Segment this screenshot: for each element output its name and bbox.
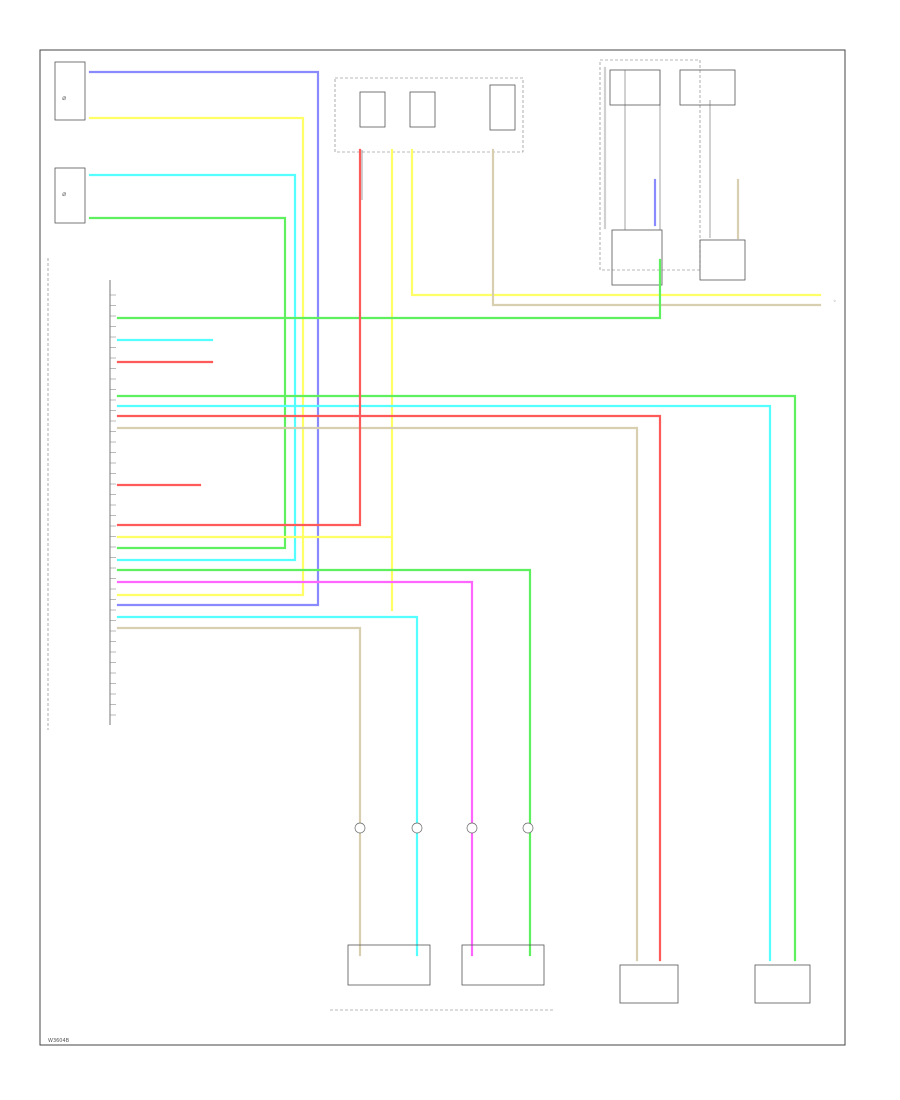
front-passenger-seat-position-sensor <box>54 167 86 224</box>
right-front-impact-sensor <box>754 964 811 1004</box>
wire-blue-top <box>88 70 320 607</box>
connector-icon <box>411 822 423 834</box>
side-impact-sensor-right <box>461 944 545 986</box>
fuse-3 <box>489 84 516 131</box>
wire-red-to-fuse <box>116 148 362 527</box>
wire-cyan-mid <box>88 173 297 562</box>
wire-pink-sensor <box>116 580 474 957</box>
switch-icon: ⌀ <box>62 94 66 102</box>
connector-icon <box>466 822 478 834</box>
seatbelt-buckle-switch-left <box>609 69 661 106</box>
wire-green-right <box>116 394 797 962</box>
seat-position-module <box>611 229 663 286</box>
driver-seatbelt-switch-box <box>599 59 701 271</box>
wire-cyan-sensor <box>116 615 419 957</box>
wire-red-right <box>116 414 662 962</box>
wire-green-mid <box>88 216 287 550</box>
fuse-2 <box>409 91 436 128</box>
wire-green-long <box>116 258 662 320</box>
front-passenger-seatbelt-switch <box>54 61 86 121</box>
wire-tan-sensor <box>116 626 362 957</box>
wire-cyan-right <box>116 404 772 962</box>
srs-connector-pins <box>110 294 116 716</box>
side-impact-sensor-left <box>347 944 431 986</box>
wire-yellow-top <box>88 116 305 597</box>
connector-icon <box>354 822 366 834</box>
occupant-sensor-box <box>699 239 746 281</box>
wire-yellow-fuse-a <box>410 148 822 297</box>
diagram-code: W3604B <box>48 1038 70 1044</box>
wire-tan-fuse-b <box>491 148 822 307</box>
pin-icon: ◦ <box>833 298 837 305</box>
inline-connectors <box>354 822 534 834</box>
under-dash-fuse-box <box>334 77 524 153</box>
connector-icon <box>522 822 534 834</box>
switch-icon: ⌀ <box>62 190 66 198</box>
seatbelt-buckle-switch-right <box>679 69 736 106</box>
wire-tan-right-long <box>116 426 639 962</box>
fuse-1 <box>359 91 386 128</box>
left-front-impact-sensor <box>619 964 679 1004</box>
diagram-frame <box>39 49 846 1046</box>
